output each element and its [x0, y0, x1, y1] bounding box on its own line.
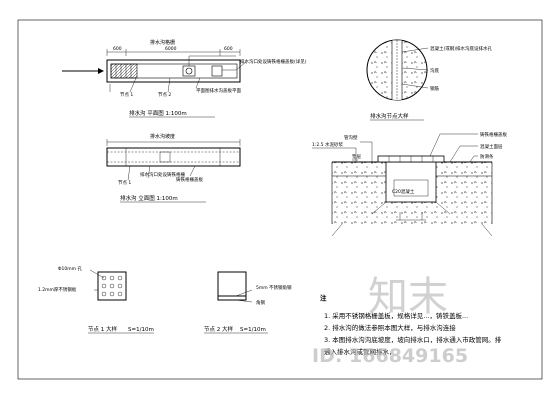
- section-view: C20混凝土 1:2.5 水泥砂浆 管沟壁 铸铁格栅盖板 混凝土面层 防滑条 垫…: [312, 131, 507, 237]
- elev-header-label: 排水沟坡度: [150, 133, 175, 140]
- section-label-1: 1:2.5 水泥砂浆: [312, 141, 343, 148]
- dim-right: 600: [224, 46, 233, 52]
- plan-label-node2: 节点 2: [158, 92, 171, 98]
- note-4: 通入排水沟或管网排水，: [324, 347, 396, 356]
- dim-mid: 6000: [165, 46, 177, 52]
- elevation-view: 排水沟坡度 节点 1 铸铁格栅盖板 排水沟口处设铸铁格栅 排水沟 立面图 1:1…: [106, 133, 241, 203]
- bracket-label-b: 角钢: [256, 299, 265, 306]
- bracket-box: [217, 271, 247, 301]
- elev-label-1: 节点 1: [118, 180, 131, 186]
- dim-left: 600: [113, 46, 122, 52]
- plan-title: 排水沟 平面图 1:100m: [129, 109, 187, 117]
- grate-hatch: [110, 63, 138, 79]
- outlet-circle: [185, 67, 193, 75]
- watermark: 知末 ID: 166849165: [312, 274, 468, 367]
- grate-title: 节点 1 大样: [88, 325, 117, 333]
- plan-header-label: 排水沟格栅: [150, 39, 175, 46]
- elev-title: 排水沟 立面图 1:100m: [120, 194, 178, 202]
- plan-callout-right: 排水沟口处设铸铁格栅盖板(详见): [240, 58, 307, 65]
- watermark-brand: 知末: [368, 274, 448, 320]
- grate-holes: [101, 275, 123, 297]
- circle-title: 排水沟节点大样: [370, 112, 409, 120]
- grate-plate: [97, 271, 127, 301]
- grate-label-b: 1.2mm厚不锈钢板: [38, 286, 77, 293]
- plan-label-node1: 节点 1: [120, 92, 133, 98]
- section-label-3: 铸铁格栅盖板: [480, 131, 507, 138]
- channel-outline: [106, 59, 241, 83]
- plan-view: 600 6000 600 排水沟格栅 排水沟口处设铸铁格栅盖板(详见) 节点 1…: [62, 39, 307, 118]
- bracket-detail: 5mm 不锈钢角钢 角钢 节点 2 大样 S=1/10m: [204, 271, 292, 334]
- bracket-scale: S=1/10m: [240, 327, 266, 333]
- sheet-border: [17, 19, 543, 380]
- circle-label-c: 钢筋: [430, 85, 439, 92]
- grate-label-a: Φ10mm 孔: [58, 265, 82, 272]
- section-label-4: 混凝土面层: [480, 143, 503, 150]
- watermark-id: ID: 166849165: [312, 345, 468, 367]
- circle-label-b: 沟底: [430, 67, 439, 74]
- section-label-6: 垫层: [352, 153, 361, 160]
- note-2: 2. 排水沟的做法参照本图大样，与排水沟连接: [324, 323, 456, 332]
- note-3: 3. 本图排水沟沟底坡度，坡向排水口，排水通入市政管网。排: [324, 335, 502, 344]
- notes-heading: 注: [320, 293, 327, 302]
- elev-label-cover: 铸铁格栅盖板: [176, 176, 203, 183]
- flow-arrow-head: [98, 68, 104, 74]
- section-label-5: 防滑条: [480, 153, 494, 160]
- bracket-label-a: 5mm 不锈钢角钢: [256, 284, 292, 291]
- notes: 注 1. 采用不锈钢格栅盖板，规格详见...，铸铁盖板... 2. 排水沟的做法…: [320, 293, 502, 356]
- circle-label-a: 混凝土(或钢)排水沟底设排水孔: [430, 45, 493, 52]
- outlet-box-2: [211, 65, 223, 77]
- bracket-title: 节点 2 大样: [204, 325, 233, 333]
- elev-label-grate: 排水沟口处设铸铁格栅: [140, 171, 185, 178]
- grate-detail: Φ10mm 孔 1.2mm厚不锈钢板 节点 1 大样 S=1/10m: [38, 265, 154, 334]
- section-label-2: 管沟壁: [344, 134, 358, 141]
- plan-label-cover: 平面图排水沟盖板平面: [196, 87, 241, 94]
- section-label-concrete: C20混凝土: [392, 188, 415, 195]
- outlet-box: [182, 65, 196, 77]
- circle-detail: 混凝土(或钢)排水沟底设排水孔 沟底 钢筋 排水沟节点大样: [366, 39, 493, 121]
- grate-scale: S=1/10m: [128, 327, 154, 333]
- note-1: 1. 采用不锈钢格栅盖板，规格详见...，铸铁盖板...: [324, 311, 468, 320]
- elev-outline: [106, 147, 241, 167]
